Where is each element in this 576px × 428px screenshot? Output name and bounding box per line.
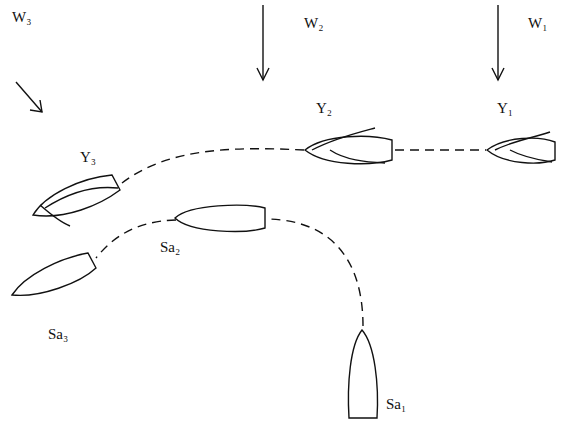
boat-sa2 — [175, 205, 265, 231]
boat-label: Y₁ — [497, 101, 513, 116]
yacht-y2 — [305, 128, 392, 164]
boat-label: W₂ — [304, 16, 323, 31]
boat-label: Sa₁ — [386, 397, 406, 412]
boat-label: Sa₂ — [160, 240, 180, 255]
boat-label: Y₃ — [80, 150, 96, 165]
wind-arrows — [16, 5, 504, 112]
tracks — [96, 149, 486, 326]
boat-label: W₃ — [12, 10, 31, 25]
boat-sa1 — [348, 330, 377, 418]
boat-sa3 — [12, 253, 96, 295]
boat-label: Sa₃ — [48, 327, 68, 342]
yacht-y3 — [33, 175, 120, 226]
boat-label: Y₂ — [316, 101, 332, 116]
boat-label: W₁ — [528, 16, 547, 31]
yacht-y1 — [487, 132, 555, 163]
